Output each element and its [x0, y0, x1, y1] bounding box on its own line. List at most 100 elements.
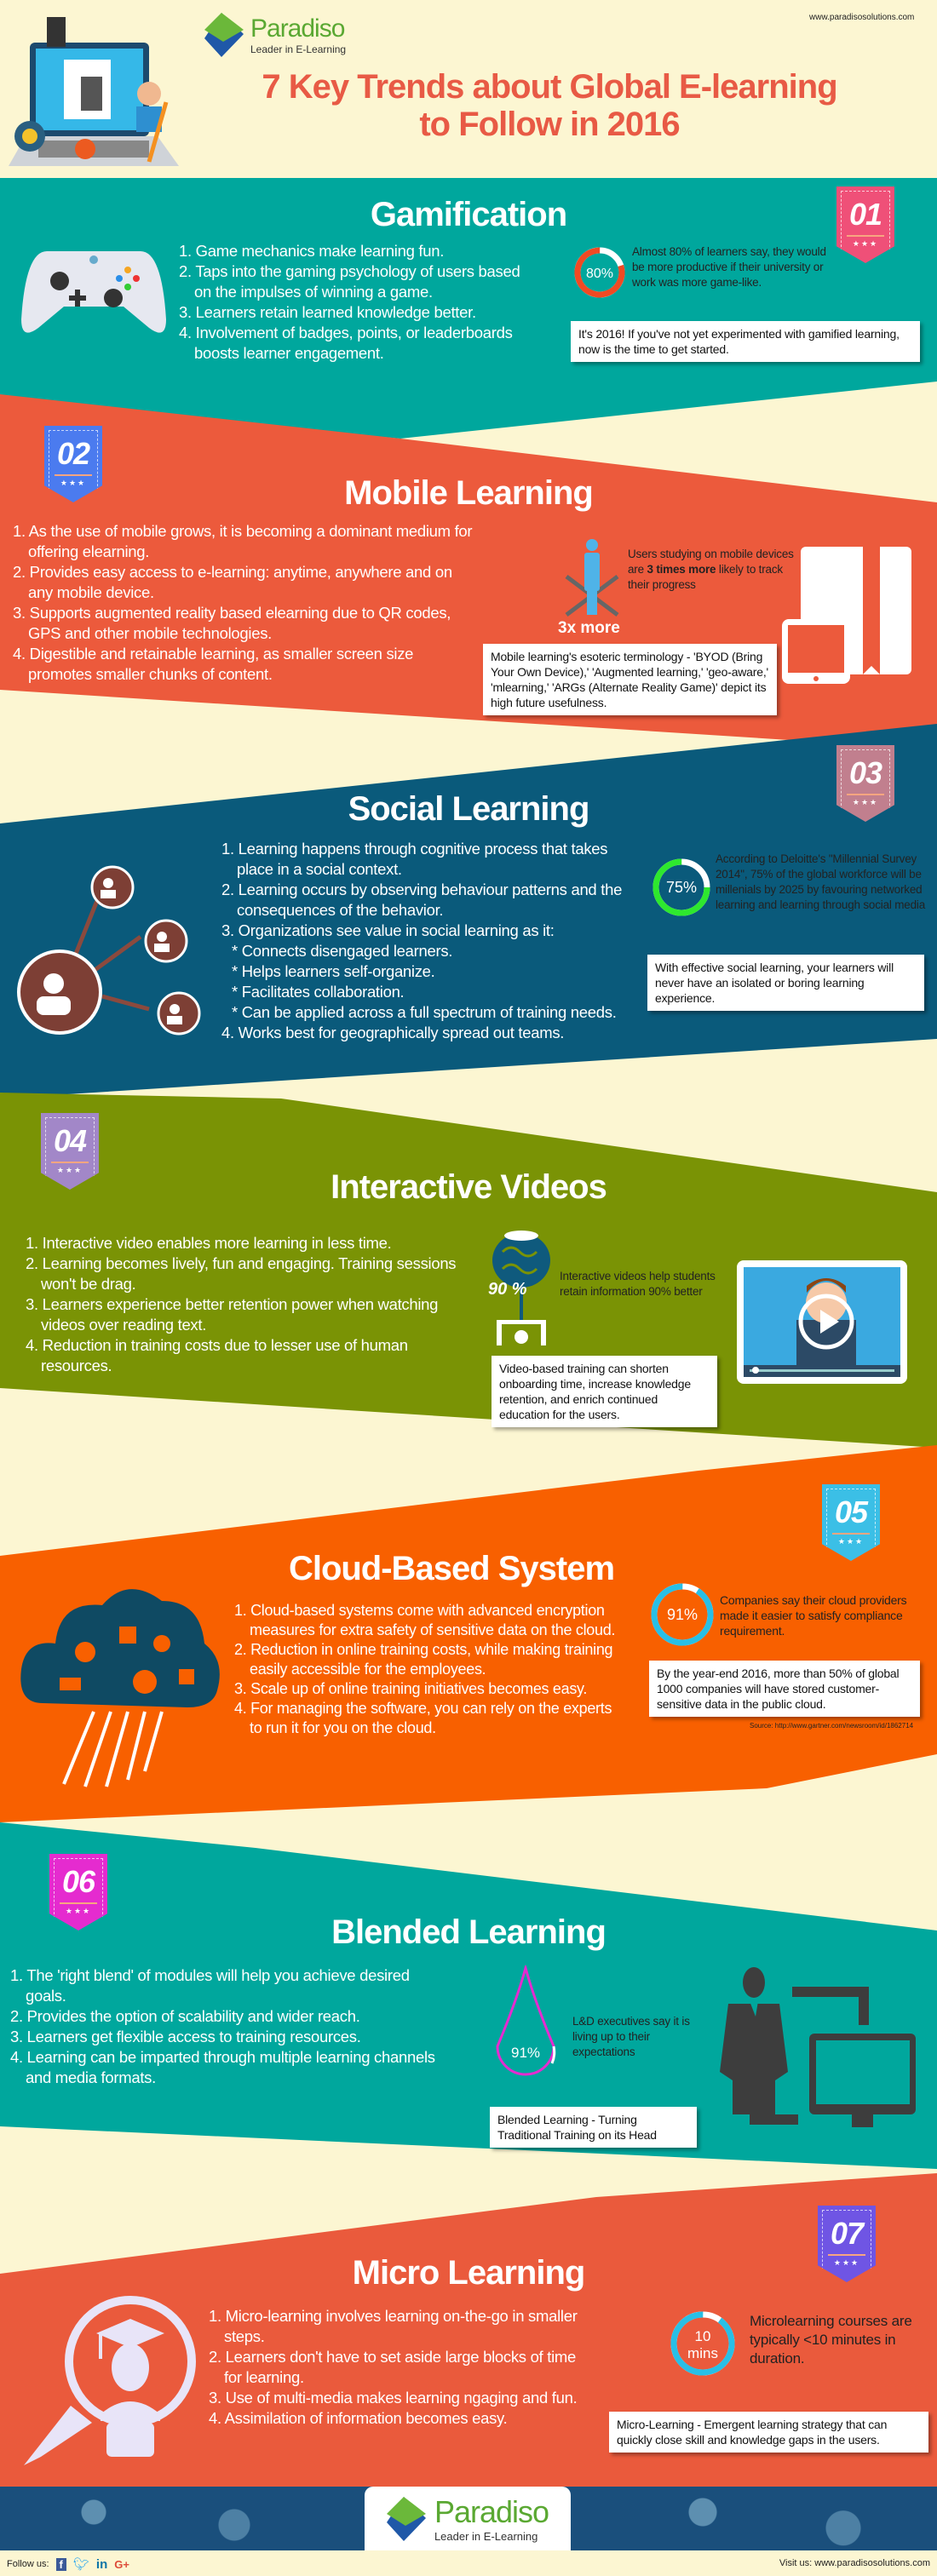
list-item: 3. Organizations see value in social lea…	[221, 921, 555, 939]
list-item: 2. Learning occurs by observing behaviou…	[221, 881, 623, 919]
badge-number: 01	[848, 197, 882, 232]
list-item: 4. Learning can be imparted through mult…	[10, 2048, 435, 2086]
list-item: 1. Learning happens through cognitive pr…	[221, 840, 608, 878]
list-item: 2. Learners don't have to set aside larg…	[209, 2348, 576, 2386]
list-item: 1. Game mechanics make learning fun.	[179, 242, 445, 260]
stat-ring-91: 91%	[651, 1583, 714, 1646]
logo-tagline: Leader in E-Learning	[434, 2530, 538, 2543]
section-badge: 01 ★★★	[836, 186, 894, 263]
follow-label: Follow us:	[7, 2559, 49, 2569]
logo-name: Paradiso	[250, 14, 345, 43]
stat-value: 80%	[586, 267, 613, 281]
badge-number: 04	[53, 1123, 87, 1158]
list-item: 2. Provides easy access to e-learning: a…	[13, 563, 452, 601]
section-list: 1. Learning happens through cognitive pr…	[221, 839, 647, 1043]
follow-bar: Follow us: f 🐦︎ in G+	[7, 2556, 129, 2573]
stat-text: Microlearning courses are typically <10 …	[750, 2313, 912, 2367]
video-player-icon[interactable]	[737, 1260, 907, 1384]
stat-value: 10	[695, 2328, 711, 2344]
stat-value: 90 %	[488, 1280, 527, 1299]
page-title-line2: to Follow in 2016	[419, 106, 680, 143]
stars-icon: ★★★	[56, 1166, 83, 1174]
visit-link[interactable]: Visit us: www.paradisosolutions.com	[779, 2558, 930, 2568]
section-list: 1. The 'right blend' of modules will hel…	[10, 1965, 453, 2088]
list-item: 3. Scale up of online training initiativ…	[234, 1680, 588, 1697]
callout-box: With effective social learning, your lea…	[647, 955, 924, 1011]
tablet-book-icon	[782, 547, 911, 684]
laptop-learning-icon	[9, 17, 179, 166]
section-title: Blended Learning	[331, 1913, 606, 1951]
callout-box: Video-based training can shorten onboard…	[491, 1356, 717, 1427]
linkedin-icon[interactable]: in	[95, 2556, 108, 2572]
badge-number: 06	[61, 1864, 95, 1899]
list-item: 4. Works best for geographically spread …	[221, 1024, 565, 1041]
list-item: * Facilitates collaboration.	[232, 983, 405, 1001]
source-link[interactable]: Source: http://www.gartner.com/newsroom/…	[750, 1722, 914, 1730]
ring-fill	[651, 1583, 714, 1646]
footer-logo: Paradiso Leader in E-Learning	[365, 2487, 571, 2550]
section-badge: 07 ★★★	[818, 2206, 876, 2282]
list-item: 1. Micro-learning involves learning on-t…	[209, 2307, 578, 2345]
section-list: 1. Micro-learning involves learning on-t…	[209, 2306, 592, 2429]
section-title: Micro Learning	[352, 2254, 586, 2292]
list-item: 2. Provides the option of scalability an…	[10, 2007, 360, 2025]
stars-icon: ★★★	[852, 239, 879, 248]
stars-icon: ★★★	[852, 798, 879, 806]
social-network-icon	[17, 865, 201, 1036]
callout-box: It's 2016! If you've not yet experimente…	[571, 321, 920, 362]
stat-text-pre: Users studying on mobile devices are	[628, 548, 794, 576]
section-title: Mobile Learning	[344, 474, 594, 512]
list-item: 3. Learners retain learned knowledge bet…	[179, 303, 476, 321]
page-title: 7 Key Trends about Global E-learning to …	[196, 68, 903, 143]
twitter-icon[interactable]: 🐦︎	[72, 2557, 89, 2572]
list-item: 2. Learning becomes lively, fun and enga…	[26, 1254, 457, 1293]
section-title: Cloud-Based System	[288, 1550, 615, 1587]
section-list: 1. As the use of mobile grows, it is bec…	[13, 521, 473, 685]
section-title: Social Learning	[348, 790, 590, 828]
stat-text: Almost 80% of learners say, they would b…	[632, 245, 826, 289]
paradiso-logo-icon	[386, 2496, 426, 2541]
facebook-icon[interactable]: f	[55, 2557, 66, 2571]
list-item: 2. Taps into the gaming psychology of us…	[179, 262, 520, 301]
stat-value: 3x more	[558, 619, 620, 637]
stat-text-bold: 3 times more	[647, 563, 716, 576]
logo-name: Paradiso	[434, 2494, 549, 2529]
person-monitor-icon	[720, 1967, 916, 2127]
header-logo: Paradiso Leader in E-Learning	[204, 13, 346, 57]
stars-icon: ★★★	[65, 1907, 92, 1915]
list-item: 3. Learners get flexible access to train…	[10, 2028, 361, 2045]
stat-text: Companies say their cloud providers made…	[720, 1593, 907, 1638]
list-item: 4. Assimilation of information becomes e…	[209, 2409, 508, 2427]
magnifier-graduate-icon	[24, 2296, 196, 2465]
stars-icon: ★★★	[837, 1537, 865, 1546]
list-item: 3. Use of multi-media makes learning nga…	[209, 2389, 578, 2407]
badge-number: 05	[834, 1495, 868, 1529]
section-list: 1. Cloud-based systems come with advance…	[234, 1601, 618, 1738]
stat-ring-80: 80%	[574, 247, 625, 298]
person-arrows-icon	[565, 539, 619, 617]
list-item: 4. Reduction in training costs due to le…	[26, 1336, 408, 1374]
stat-value: 91%	[511, 2045, 540, 2061]
list-item: 1. As the use of mobile grows, it is bec…	[13, 522, 473, 560]
google-plus-icon[interactable]: G+	[114, 2557, 129, 2571]
callout-box: Mobile learning's esoteric terminology -…	[483, 644, 777, 715]
list-item: 4. Involvement of badges, points, or lea…	[179, 324, 513, 362]
list-item: 1. The 'right blend' of modules will hel…	[10, 1966, 410, 2005]
callout-box: By the year-end 2016, more than 50% of g…	[649, 1661, 920, 1717]
stars-icon: ★★★	[833, 2258, 860, 2267]
stat-text: L&D executives say it is living up to th…	[572, 2015, 690, 2058]
section-badge: 06 ★★★	[49, 1854, 107, 1931]
section-list: 1. Game mechanics make learning fun. 2. T…	[179, 241, 537, 364]
drop-gauge-91: 91%	[496, 1965, 556, 2076]
section-badge: 05 ★★★	[822, 1484, 880, 1561]
badge-number: 07	[830, 2216, 864, 2251]
game-controller-icon	[21, 251, 166, 333]
list-item: 3. Learners experience better retention …	[26, 1295, 439, 1334]
list-item: 3. Supports augmented reality based elea…	[13, 604, 451, 642]
section-title: Gamification	[370, 196, 567, 233]
list-item: * Helps learners self-organize.	[232, 962, 435, 980]
header-url[interactable]: www.paradisosolutions.com	[809, 13, 915, 22]
stat-unit: mins	[687, 2345, 718, 2361]
section-title: Interactive Videos	[331, 1168, 607, 1206]
